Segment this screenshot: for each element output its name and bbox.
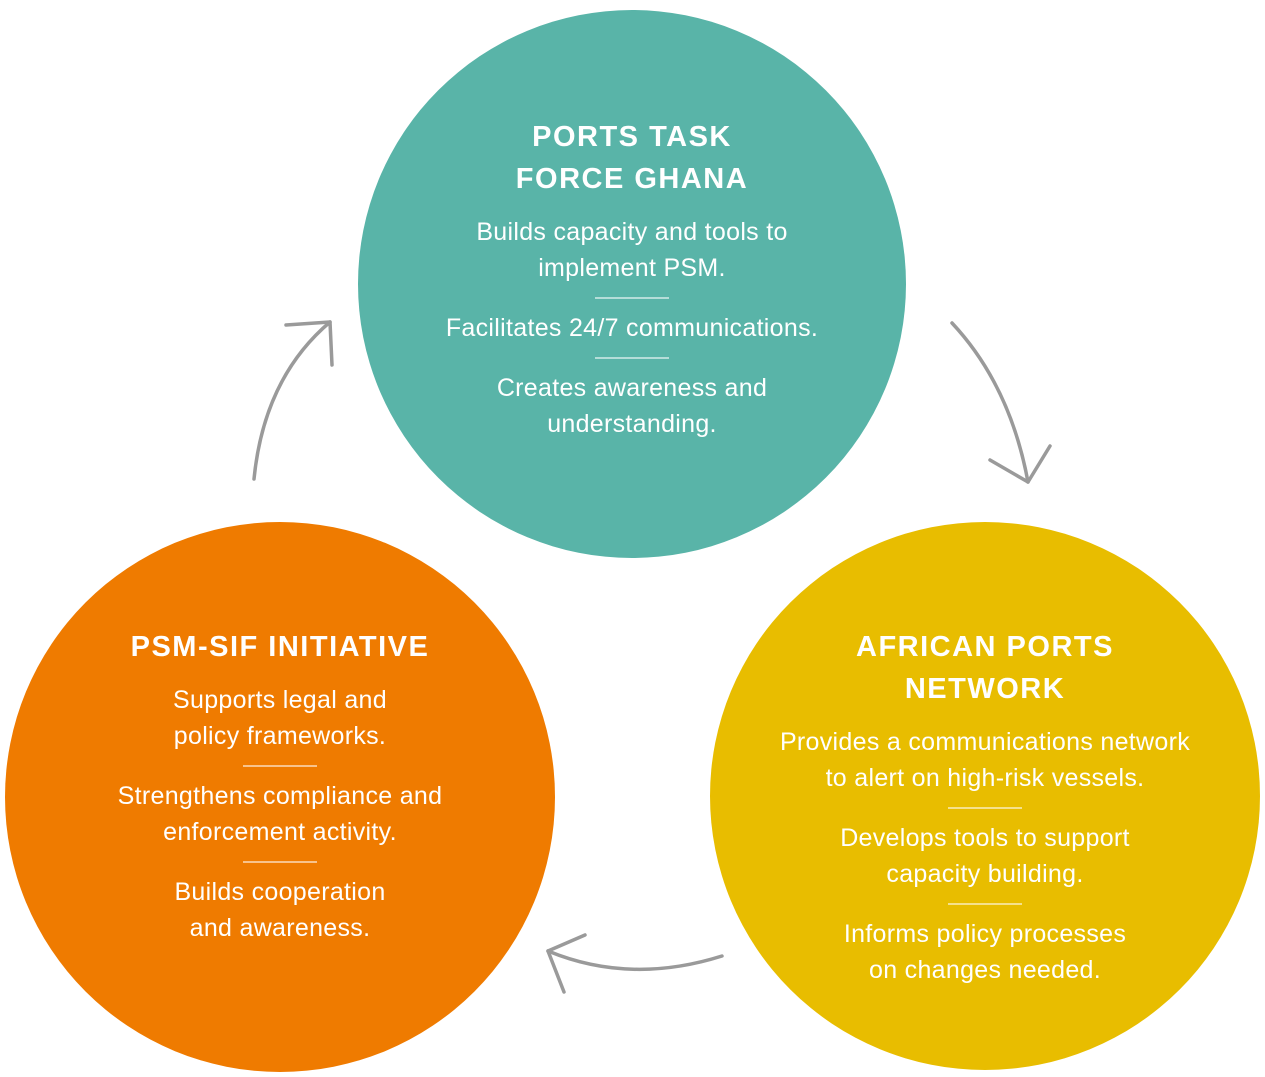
divider-line	[595, 297, 669, 299]
node-psm-sif-initiative: PSM-SIF INITIATIVE Supports legal and po…	[5, 522, 555, 1072]
curved-arrow-icon	[546, 949, 724, 972]
node-item: Supports legal and policy frameworks.	[173, 686, 387, 750]
curved-arrow-icon	[252, 320, 332, 481]
node-title: PORTS TASK FORCE GHANA	[515, 121, 749, 195]
divider-line	[243, 861, 317, 863]
node-item: Facilitates 24/7 communications.	[445, 314, 819, 342]
curved-arrow-icon	[950, 321, 1030, 484]
divider-line	[948, 807, 1022, 809]
node-item: Provides a communications network to ale…	[779, 728, 1191, 792]
divider-line	[595, 357, 669, 359]
arrow-top-to-right	[950, 321, 1052, 484]
node-ports-task-force-ghana: PORTS TASK FORCE GHANA Builds capacity a…	[358, 10, 906, 558]
node-item: Builds cooperation and awareness.	[174, 878, 386, 942]
divider-line	[243, 765, 317, 767]
node-item: Creates awareness and understanding.	[496, 374, 768, 438]
node-item: Informs policy processes on changes need…	[843, 920, 1127, 984]
arrow-left-to-top	[252, 320, 334, 481]
node-item: Develops tools to support capacity build…	[840, 824, 1130, 888]
node-content: PORTS TASK FORCE GHANA Builds capacity a…	[358, 116, 906, 442]
node-african-ports-network: AFRICAN PORTS NETWORK Provides a communi…	[710, 522, 1260, 1070]
arrowhead-icon	[546, 933, 587, 994]
arrowhead-icon	[988, 444, 1052, 484]
node-content: PSM-SIF INITIATIVE Supports legal and po…	[5, 626, 555, 946]
node-title: AFRICAN PORTS NETWORK	[856, 631, 1114, 705]
node-item: Strengthens compliance and enforcement a…	[117, 782, 443, 846]
arrow-right-to-left	[546, 933, 724, 994]
node-title: PSM-SIF INITIATIVE	[130, 631, 430, 663]
arrowhead-icon	[284, 320, 334, 367]
divider-line	[948, 903, 1022, 905]
node-item: Builds capacity and tools to implement P…	[476, 218, 788, 282]
node-content: AFRICAN PORTS NETWORK Provides a communi…	[710, 626, 1260, 988]
